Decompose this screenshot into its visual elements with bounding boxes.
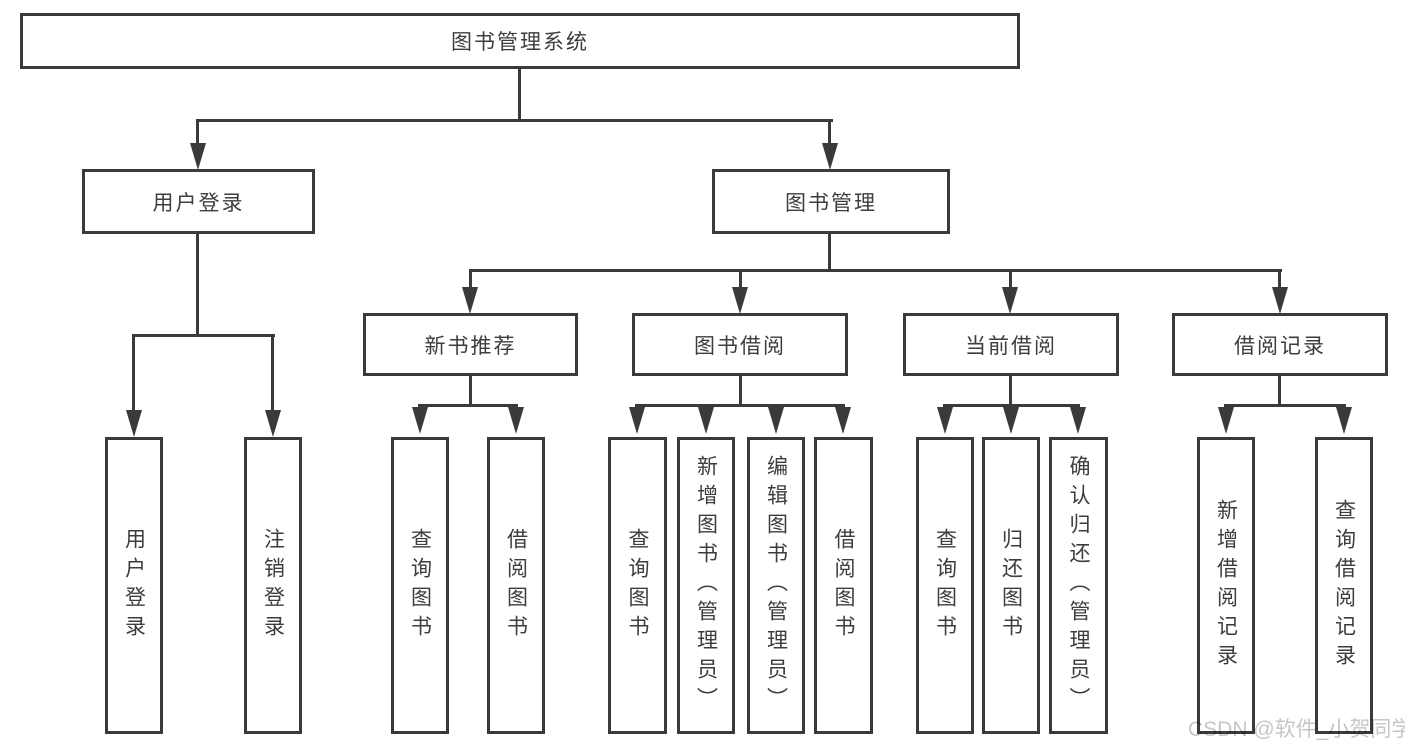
node-new-book-recommendation: 新书推荐	[363, 313, 578, 376]
leaf-label: 查询图书	[408, 527, 432, 644]
leaf-user-login: 用户登录	[105, 437, 163, 734]
arrow-down-icon	[190, 143, 206, 170]
arrow-down-icon	[822, 143, 838, 170]
arrow-down-icon	[732, 287, 748, 314]
leaf-edit-book-admin: 编辑图书（管理员）	[747, 437, 805, 734]
leaf-label: 编辑图书（管理员）	[764, 455, 788, 716]
connector-records-branch	[1224, 404, 1346, 407]
arrow-down-icon	[1272, 287, 1288, 314]
leaf-label: 新增图书（管理员）	[694, 455, 718, 716]
arrow-down-icon	[126, 410, 142, 437]
connector-records-trunk	[1278, 374, 1281, 407]
node-user-login: 用户登录	[82, 169, 315, 234]
connector-current-branch	[943, 404, 1080, 407]
arrow-down-icon	[835, 407, 851, 434]
leaf-label: 确认归还（管理员）	[1067, 455, 1090, 716]
node-library-management-system: 图书管理系统	[20, 13, 1020, 69]
connector-recommend-trunk	[469, 374, 472, 407]
connector-to-book-borrowing	[739, 269, 742, 289]
connector-to-new-book-recommendation	[469, 269, 472, 289]
leaf-borrow-books-borrowing: 借阅图书	[814, 437, 873, 734]
arrow-down-icon	[1003, 407, 1019, 434]
node-borrowing-records: 借阅记录	[1172, 313, 1388, 376]
leaf-query-books-recommend: 查询图书	[391, 437, 449, 734]
connector-current-trunk	[1009, 374, 1012, 407]
arrow-down-icon	[1070, 407, 1086, 434]
connector-level3-branch	[469, 269, 1282, 272]
node-current-borrowing: 当前借阅	[903, 313, 1119, 376]
leaf-add-book-admin: 新增图书（管理员）	[677, 437, 735, 734]
leaf-query-books-borrowing: 查询图书	[608, 437, 667, 734]
connector-to-user-login	[196, 119, 199, 146]
leaf-label: 归还图书	[999, 527, 1023, 644]
leaf-label: 借阅图书	[504, 527, 528, 644]
leaf-label: 用户登录	[122, 527, 146, 644]
arrow-down-icon	[629, 407, 645, 434]
connector-recommend-branch	[418, 404, 518, 407]
connector-to-borrowing-records	[1278, 269, 1281, 289]
connector-borrowing-trunk	[739, 374, 742, 407]
connector-to-current-borrowing	[1009, 269, 1012, 289]
leaf-label: 查询借阅记录	[1332, 498, 1356, 673]
arrow-down-icon	[265, 410, 281, 437]
leaf-label: 查询图书	[626, 527, 649, 644]
arrow-down-icon	[1218, 407, 1234, 434]
arrow-down-icon	[508, 407, 524, 434]
watermark-text: CSDN @软件_小贺同学	[1188, 718, 1405, 741]
arrow-down-icon	[412, 407, 428, 434]
arrow-down-icon	[768, 407, 784, 434]
node-book-borrowing: 图书借阅	[632, 313, 848, 376]
connector-to-leaf-logout	[271, 334, 274, 410]
leaf-return-books: 归还图书	[982, 437, 1040, 734]
arrow-down-icon	[1002, 287, 1018, 314]
leaf-label: 查询图书	[933, 527, 957, 644]
arrow-down-icon	[1336, 407, 1352, 434]
connector-to-book-management	[828, 119, 831, 146]
leaf-query-books-current: 查询图书	[916, 437, 974, 734]
connector-to-leaf-user-login	[132, 334, 135, 410]
connector-book-management-trunk	[828, 232, 831, 272]
leaf-add-borrow-record: 新增借阅记录	[1197, 437, 1255, 734]
arrow-down-icon	[937, 407, 953, 434]
leaf-label: 注销登录	[261, 527, 285, 644]
leaf-label: 借阅图书	[832, 527, 855, 644]
leaf-label: 新增借阅记录	[1214, 498, 1238, 673]
arrow-down-icon	[462, 287, 478, 314]
leaf-logout: 注销登录	[244, 437, 302, 734]
connector-borrowing-branch	[635, 404, 845, 407]
connector-level1-branch	[197, 119, 833, 122]
connector-user-login-trunk	[196, 232, 199, 337]
connector-root-trunk	[518, 68, 521, 121]
leaf-confirm-return-admin: 确认归还（管理员）	[1049, 437, 1108, 734]
leaf-borrow-books-recommend: 借阅图书	[487, 437, 545, 734]
node-book-management: 图书管理	[712, 169, 950, 234]
leaf-query-borrow-record: 查询借阅记录	[1315, 437, 1373, 734]
arrow-down-icon	[698, 407, 714, 434]
connector-user-login-branch	[132, 334, 275, 337]
